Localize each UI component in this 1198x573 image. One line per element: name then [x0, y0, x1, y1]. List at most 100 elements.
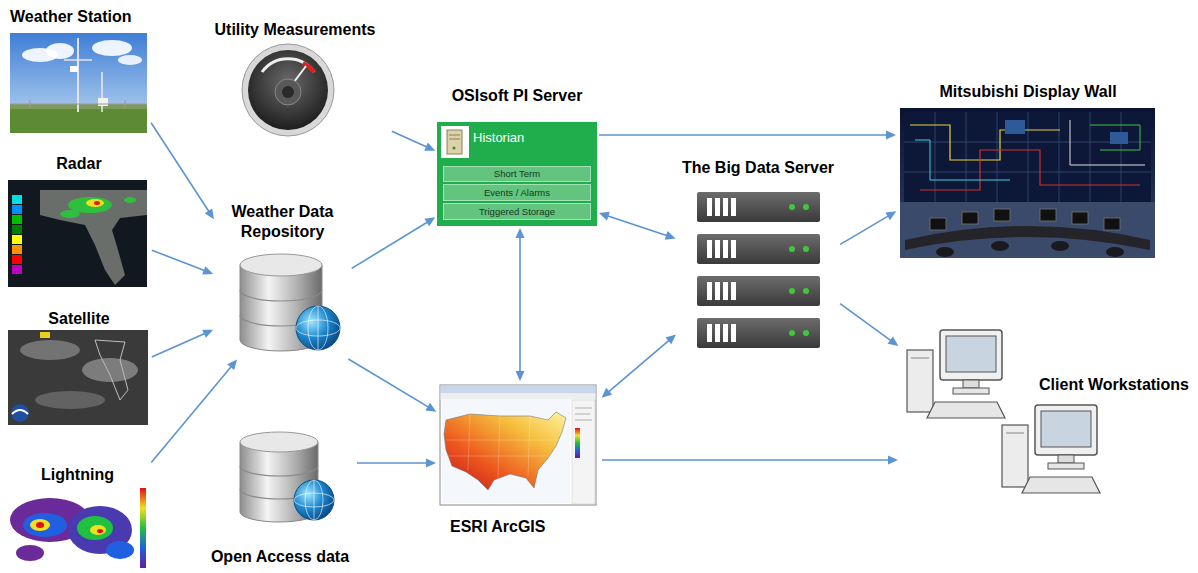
- weather-station-photo: [77, 38, 79, 112]
- weather-station-photo: [118, 55, 142, 65]
- server-stack: [707, 198, 736, 342]
- server-stack: [789, 204, 809, 336]
- flow-arrow: [357, 459, 436, 468]
- gis-node: ESRI ArcGIS: [438, 383, 600, 540]
- control-room-photo: [1028, 112, 1029, 202]
- control-room-photo: [915, 140, 1010, 180]
- arrow-line: [151, 366, 232, 463]
- image-node: Satellite: [8, 308, 150, 428]
- workstation-icon: [1006, 433, 1024, 434]
- control-room-photo: [910, 125, 1060, 160]
- lightning-map: [90, 525, 106, 535]
- arrow-head: [665, 334, 676, 344]
- lightning-map: [16, 545, 44, 561]
- server-stack: [731, 282, 736, 300]
- lightning-map: [30, 519, 50, 531]
- radar-image: [12, 225, 22, 234]
- server-stack: [723, 324, 728, 342]
- server-stack: [697, 276, 820, 306]
- weather-station-photo: [10, 33, 147, 133]
- control-room-photo: [904, 112, 1151, 202]
- workstation-icon: [1041, 411, 1091, 447]
- arrow-line: [608, 340, 670, 393]
- storage-band: Triggered Storage: [443, 203, 591, 220]
- node-label: Triggered Storage: [444, 204, 590, 219]
- flow-arrow: [152, 330, 213, 357]
- arrow-line: [152, 333, 206, 357]
- image-node: Weather Station: [8, 3, 150, 136]
- radar-image: [124, 197, 136, 203]
- flow-arrow: [152, 250, 213, 274]
- arrow-head: [888, 456, 898, 465]
- node-label: The Big Data Server: [678, 158, 839, 178]
- gis-screenshot: [446, 414, 560, 478]
- storage-band: Events / Alarms: [443, 184, 591, 201]
- workstation-icon: [927, 402, 1005, 418]
- node-label: Satellite: [8, 309, 150, 329]
- gis-screenshot: [572, 400, 595, 504]
- arrow-line: [840, 215, 889, 244]
- control-room-photo: [904, 172, 1151, 173]
- workstation-icon: [911, 358, 929, 359]
- server-panel: [449, 139, 460, 140]
- server-stack: [723, 282, 728, 300]
- database-icon: [240, 290, 322, 301]
- arrow-head: [202, 266, 213, 274]
- flow-arrow: [602, 456, 898, 465]
- satellite-image: [95, 340, 128, 400]
- lightning-map: [36, 522, 44, 528]
- arrow-line: [519, 236, 521, 373]
- radar-image: [12, 195, 22, 204]
- satellite-image: [35, 391, 105, 409]
- server-panel: [453, 147, 456, 150]
- gis-screenshot: [575, 408, 592, 409]
- control-room-photo: [1104, 218, 1120, 230]
- node-label: Utility Measurements: [200, 20, 390, 40]
- database-node: Weather Data Repository: [215, 200, 350, 358]
- server-box: OSIsoft PI ServerHistorianShort TermEven…: [437, 86, 597, 226]
- control-room-photo: [900, 108, 1155, 258]
- radar-image: [12, 265, 22, 274]
- gauge-node: Utility Measurements: [200, 18, 390, 140]
- workstation-icon: [963, 380, 979, 388]
- server-stack: [789, 288, 795, 294]
- server-node: The Big Data Server: [678, 158, 839, 352]
- gis-screenshot: [448, 456, 552, 457]
- satellite-image: [40, 332, 50, 338]
- database-icon: [296, 306, 340, 350]
- radar-image: [12, 245, 22, 254]
- lightning-map: [5, 485, 150, 570]
- satellite-image: [8, 330, 148, 425]
- gis-screenshot: [440, 385, 596, 505]
- server-stack: [789, 204, 795, 210]
- gauge-icon: [275, 79, 301, 105]
- gis-screenshot: [441, 394, 596, 400]
- control-room-photo: [1040, 209, 1056, 221]
- control-room-photo: [966, 112, 967, 202]
- flow-arrow: [352, 217, 436, 268]
- arrow-line: [606, 215, 668, 236]
- database-icon: [240, 432, 334, 522]
- server-stack: [715, 324, 720, 342]
- control-room-photo: [1072, 212, 1088, 224]
- flow-arrow: [392, 131, 435, 151]
- node-sublabel: Historian: [473, 130, 524, 146]
- weather-station-photo: [70, 66, 78, 72]
- arrow-head: [886, 131, 896, 140]
- arrow-head: [425, 403, 436, 412]
- lightning-map: [140, 488, 146, 568]
- server-stack: [731, 240, 736, 258]
- control-room-photo: [1106, 247, 1124, 257]
- arrow-head: [665, 231, 676, 240]
- satellite-image: [12, 410, 28, 414]
- gis-screenshot: [498, 416, 500, 478]
- satellite-image: [20, 340, 80, 360]
- image-node: Radar: [8, 152, 150, 290]
- arrow-head: [599, 212, 610, 221]
- arrow-line: [348, 359, 429, 408]
- image-node: Mitsubishi Display Wall: [898, 82, 1158, 260]
- control-room-photo: [936, 247, 954, 257]
- weather-station-photo: [98, 98, 108, 106]
